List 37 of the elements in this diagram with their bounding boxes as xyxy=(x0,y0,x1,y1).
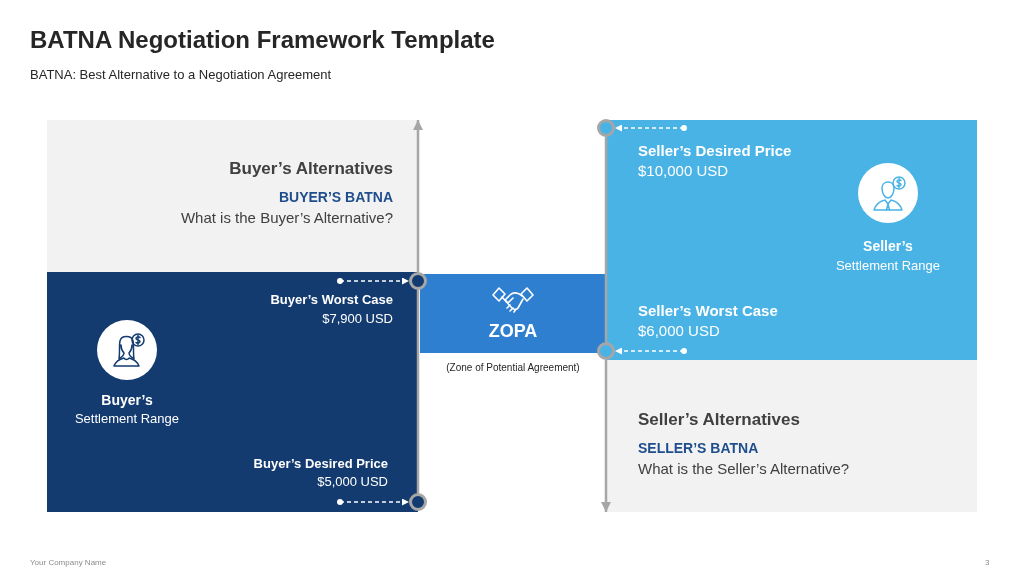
axis-marker-icon xyxy=(597,119,615,137)
batna-heading: BUYER’S BATNA xyxy=(278,189,393,206)
range-subtitle: Settlement Range xyxy=(73,411,181,427)
dashed-arrow xyxy=(337,498,410,506)
price-value: $5,000 USD xyxy=(317,474,388,490)
zone-label: ZOPA xyxy=(487,321,539,343)
dashed-arrow xyxy=(614,124,687,132)
price-heading: Buyer’s Worst Case xyxy=(270,292,393,308)
slide-title: BATNA Negotiation Framework Template xyxy=(30,26,495,55)
panel-heading: Buyer’s Alternatives xyxy=(229,159,393,180)
price-heading: Seller’s Desired Price xyxy=(638,142,792,160)
price-heading: Buyer’s Desired Price xyxy=(253,456,388,472)
caption-text: (Zone of Potential Agreement) xyxy=(445,362,581,374)
range-title: Seller’s xyxy=(862,238,914,255)
panel-heading: Seller’s Alternatives xyxy=(638,410,800,431)
subtitle-text: BATNA: Best Alternative to a Negotiation Agreement xyxy=(30,67,332,83)
arrow xyxy=(601,360,611,512)
price-value: $6,000 USD xyxy=(638,322,720,340)
alternatives-panel xyxy=(606,360,977,512)
batna-heading: SELLER’S BATNA xyxy=(638,440,759,457)
page-number: 3 xyxy=(985,558,990,568)
question-text: What is the Seller’s Alternative? xyxy=(638,460,850,478)
axis-marker-icon xyxy=(409,493,427,511)
price-heading: Seller’s Worst Case xyxy=(638,302,778,320)
range-subtitle: Settlement Range xyxy=(834,258,942,274)
range-panel xyxy=(606,120,977,360)
footer-text: Your Company Name xyxy=(30,558,107,568)
connector-line xyxy=(416,290,420,493)
price-value: $7,900 USD xyxy=(322,311,393,327)
range-panel xyxy=(47,272,418,512)
range-title: Buyer’s xyxy=(100,392,154,409)
dashed-arrow xyxy=(614,347,687,355)
arrow xyxy=(413,120,423,272)
alternatives-panel xyxy=(47,120,418,272)
question-text: What is the Buyer’s Alternative? xyxy=(180,209,393,227)
price-value: $10,000 USD xyxy=(638,162,729,180)
connector-line xyxy=(604,137,608,342)
